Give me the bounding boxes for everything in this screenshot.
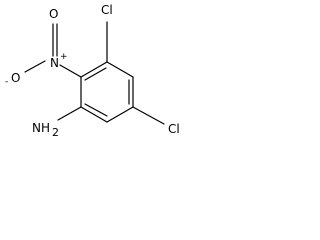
structural-formula: Cl Cl NH 2 N + O O - <box>5 3 180 139</box>
bond-c4-c5 <box>106 106 134 123</box>
amine-label: NH <box>32 121 50 135</box>
bond-c5-c6 <box>80 106 108 123</box>
nitro-oxygen-top-label: O <box>49 7 58 21</box>
atom-labels: Cl Cl NH 2 N + O O - <box>5 3 180 139</box>
nitro-single-bond-to-oxygen <box>24 60 46 73</box>
bond-ring-to-nitro <box>59 64 82 78</box>
aromatic-inner-bond-c <box>84 103 108 117</box>
bond-ring-to-amine <box>57 106 82 121</box>
substituent-bonds <box>24 21 165 125</box>
nitro-nitrogen-label: N <box>50 56 59 70</box>
bond-ring-to-chlorine-right <box>132 106 165 125</box>
nitro-oxygen-left-label: O <box>11 71 20 85</box>
bond-c1-c2 <box>80 61 108 78</box>
nitro-nitrogen-charge: + <box>60 52 68 62</box>
aromatic-inner-bond-a <box>84 67 107 81</box>
nitro-oxygen-charge: - <box>5 77 8 87</box>
amine-subscript: 2 <box>52 126 59 139</box>
chlorine-right-label: Cl <box>168 122 180 136</box>
bond-c2-c3 <box>106 61 134 78</box>
benzene-ring <box>80 61 134 123</box>
chlorine-top-label: Cl <box>101 3 113 17</box>
